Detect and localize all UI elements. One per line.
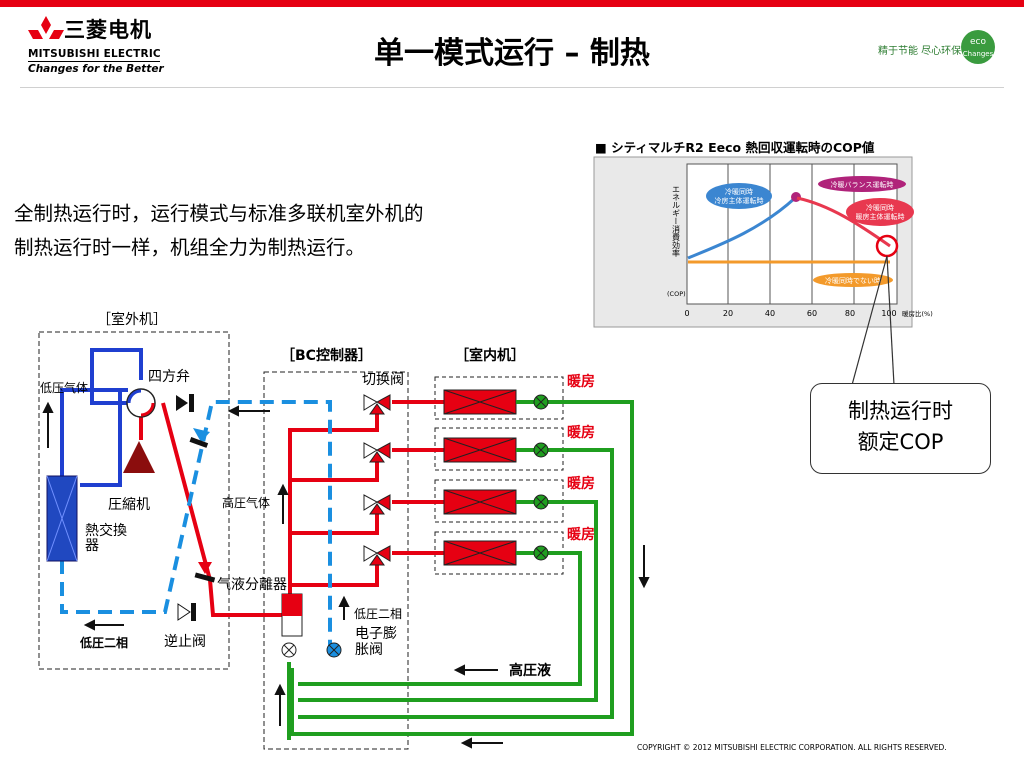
cop-x-tick-20: 20 (723, 309, 733, 318)
cop-label-nonsim: 冷暖同時でない時 (825, 276, 881, 285)
eco-badge-changes: Changes (962, 50, 994, 58)
four-way-valve-label: 四方弁 (148, 369, 190, 385)
indoor-coil-4 (443, 540, 517, 566)
cop-label-heat-line2: 暖房主体運転時 (856, 212, 905, 221)
cop-label-balance: 冷暖バランス運転時 (831, 180, 894, 189)
hex-cross-2 (46, 475, 78, 562)
header-divider (20, 87, 1004, 88)
switch-valve-1 (363, 394, 391, 415)
cop-label-cool-line2: 冷房主体運転時 (715, 196, 764, 205)
description-line-2: 制热运行时一样，机组全力为制热运行。 (14, 236, 366, 259)
logo-english-name: MITSUBISHI ELECTRIC (28, 48, 161, 60)
expansion-valve-label: 电子膨 胀阀 (355, 626, 397, 658)
mitsubishi-logo: 三菱电机 MITSUBISHI ELECTRIC Changes for the… (28, 14, 168, 84)
outdoor-check-valve-diagonal-red (194, 562, 216, 583)
indoor-expansion-valve-1 (533, 394, 549, 410)
switch-valve-3 (363, 494, 391, 515)
flow-arrows (42, 401, 650, 749)
cop-label-bubble-heat (846, 198, 914, 226)
indoor-unit-label: ［室内机］ (455, 348, 525, 364)
outdoor-check-valve-diagonal-blue (189, 428, 210, 448)
slide-title: 单一模式运行 – 制热 (374, 36, 650, 71)
indoor-coil-2 (443, 437, 517, 463)
cop-label-bubble-cool (706, 183, 772, 209)
indoor-mode-4: 暖房 (567, 527, 595, 543)
indoor-mode-3: 暖房 (567, 476, 595, 492)
cop-x-tick-60: 60 (807, 309, 817, 318)
cop-curve-cool-main (687, 196, 797, 260)
high-pressure-liquid-label: 高圧液 (509, 663, 551, 679)
four-way-valve-blue-path (127, 389, 142, 404)
low-pressure-gas-lines (60, 348, 143, 487)
callout-line-2: 额定COP (857, 430, 944, 454)
cop-x-tick-100: 100 (881, 309, 896, 318)
indoor-coil-3 (443, 489, 517, 515)
logo-divider (28, 61, 160, 62)
cop-x-axis-label: 暖房比(%) (902, 309, 933, 318)
cop-chart-title: ■ シティマルチR2 Eeco 熱回収運転時のCOP値 (595, 140, 875, 155)
rated-cop-callout: 制热运行时 额定COP (810, 383, 991, 474)
indoor-mode-2: 暖房 (567, 425, 595, 441)
eco-changes-badge: eco Changes (961, 30, 995, 64)
cop-label-heat-line1: 冷暖同時 (866, 203, 894, 212)
separator-gas-region (282, 594, 302, 616)
separator-label: 气液分離器 (217, 577, 287, 593)
bc-ev1-x2 (283, 644, 295, 656)
bc-controller-label: ［BC控制器］ (281, 348, 372, 364)
high-pressure-gas-lines (139, 400, 444, 617)
bc-controller-boundary (263, 371, 409, 750)
three-diamonds-icon (28, 16, 64, 39)
indoor-mode-1: 暖房 (567, 374, 595, 390)
outdoor-check-valve-top (176, 394, 194, 412)
logo-chinese-name: 三菱电机 (64, 18, 152, 42)
heat-exchanger-label: 熱交換 器 (85, 523, 127, 554)
bc-two-phase-label: 低圧二相 (354, 607, 403, 621)
low-pressure-two-phase-lines (60, 400, 332, 650)
check-valve-label: 逆止阀 (164, 634, 206, 650)
cop-y-axis-unit: (COP) (667, 290, 686, 298)
switch-valves (363, 394, 391, 566)
indoor-coil-1 (443, 389, 517, 415)
high-pressure-liquid-lines (287, 400, 634, 740)
cop-label-bubble-balance (818, 176, 906, 192)
indoor-expansion-valve-2 (533, 442, 549, 458)
cop-x-tick-80: 80 (845, 309, 855, 318)
outdoor-two-phase-label: 低圧二相 (80, 636, 129, 650)
logo-tagline: Changes for the Better (28, 63, 164, 75)
description-text: 全制热运行时，运行模式与标准多联机室外机的 制热运行时一样，机组全力为制热运行。 (14, 197, 574, 265)
cop-x-tick-0: 0 (684, 309, 689, 318)
four-way-valve-red-path (140, 402, 155, 417)
four-way-valve (126, 388, 156, 418)
low-pressure-gas-label: 低压气体 (40, 381, 89, 395)
cop-label-cool-line1: 冷暖同時 (725, 187, 753, 196)
cop-x-ticks: 0 20 40 60 80 100 (684, 309, 896, 318)
description-line-1: 全制热运行时，运行模式与标准多联机室外机的 (14, 202, 424, 225)
callout-pointer-right (886, 255, 895, 386)
callout-line-1: 制热运行时 (848, 399, 953, 423)
switch-valve-2 (363, 442, 391, 463)
copyright-notice: COPYRIGHT © 2012 MITSUBISHI ELECTRIC COR… (637, 743, 947, 752)
indoor-expansion-valve-3 (533, 494, 549, 510)
outdoor-unit-label: ［室外机］ (97, 312, 167, 328)
callout-pointer-left (851, 255, 888, 386)
eco-slogan: 精于节能 尽心环保 (878, 46, 962, 57)
cop-x-tick-40: 40 (765, 309, 775, 318)
outdoor-check-valve-bottom (177, 603, 196, 621)
cop-label-bubble-nonsim (813, 273, 893, 287)
bc-ev2-x2 (328, 644, 340, 656)
eco-badge-word: eco (970, 37, 986, 47)
indoor-unit-1-boundary (434, 376, 564, 420)
cop-y-axis-label: エネルギー消費効率 (672, 185, 681, 258)
indoor-expansion-valve-4 (533, 545, 549, 561)
switch-valve-4 (363, 545, 391, 566)
compressor-icon (123, 441, 155, 473)
top-accent-bar (0, 0, 1024, 7)
switch-valve-label: 切换阀 (362, 372, 404, 388)
compressor-label: 圧縮机 (108, 497, 150, 513)
high-pressure-gas-label: 高圧气体 (222, 496, 271, 510)
indoor-units (443, 389, 549, 566)
